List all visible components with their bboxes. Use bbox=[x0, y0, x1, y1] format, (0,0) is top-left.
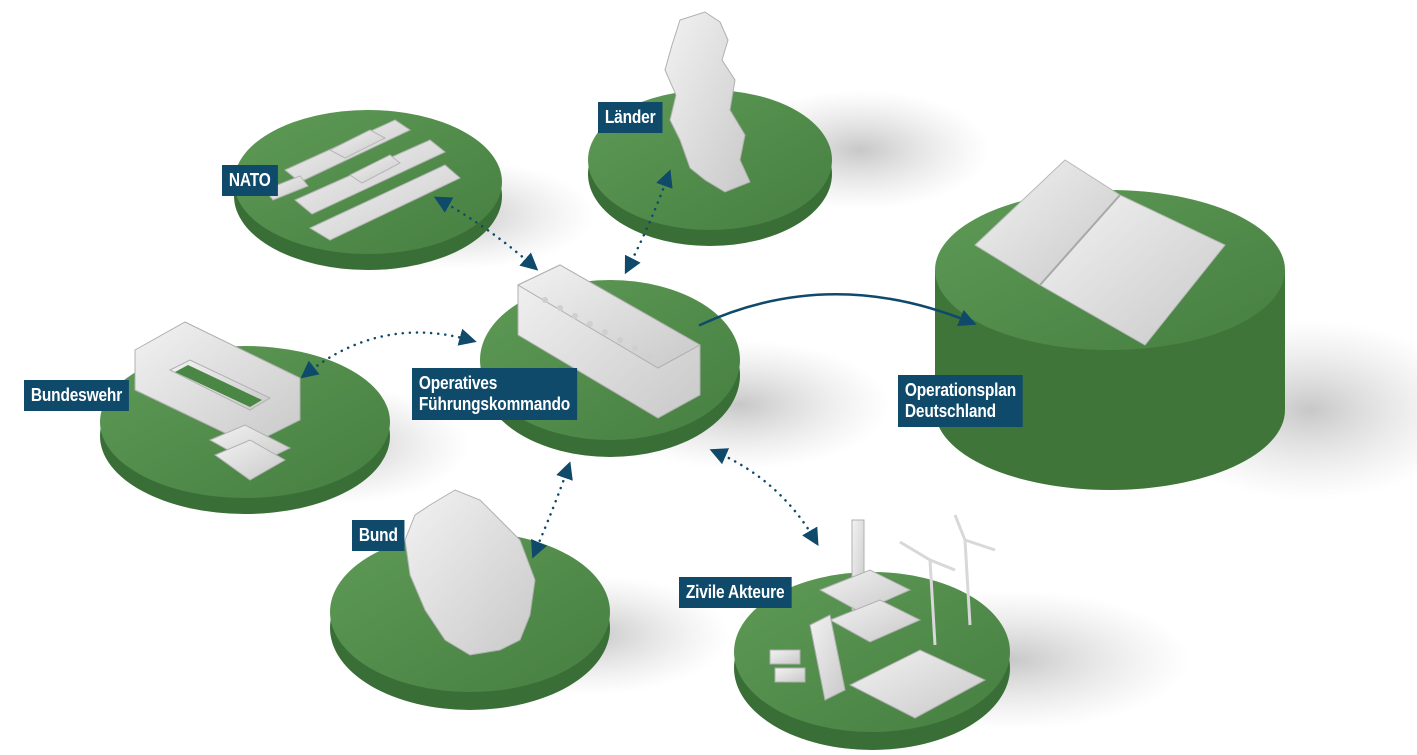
connector-nato bbox=[433, 196, 539, 271]
headquarters-windows bbox=[542, 297, 653, 359]
label-operatives-fuehrungskommando: Operatives Führungskommando bbox=[412, 368, 577, 420]
label-nato-text: NATO bbox=[228, 170, 271, 190]
label-center-line2: Führungskommando bbox=[418, 394, 571, 414]
connectors bbox=[300, 169, 977, 559]
label-nato: NATO bbox=[222, 165, 278, 196]
connector-bund bbox=[531, 461, 573, 559]
label-zivile-text: Zivile Akteure bbox=[685, 582, 785, 602]
connector-operationsplan bbox=[698, 293, 977, 327]
label-bundeswehr-text: Bundeswehr bbox=[30, 385, 123, 405]
label-center-line1: Operatives bbox=[418, 373, 498, 393]
label-operationsplan-deutschland: Operationsplan Deutschland bbox=[898, 375, 1023, 427]
label-bund-text: Bund bbox=[358, 525, 398, 545]
open-book-model bbox=[974, 159, 1226, 346]
label-oplan-line2: Deutschland bbox=[904, 401, 996, 421]
center-platform bbox=[480, 264, 740, 457]
connector-bundeswehr bbox=[300, 328, 477, 379]
wind-turbines-model bbox=[899, 514, 996, 646]
headquarters-building-model bbox=[516, 264, 702, 419]
federal-eagle-model bbox=[404, 489, 536, 656]
operationsplan-platform bbox=[935, 159, 1285, 490]
label-zivile-akteure: Zivile Akteure bbox=[679, 577, 792, 608]
label-laender-text: Länder bbox=[604, 107, 656, 127]
bundeswehr-platform bbox=[100, 321, 390, 514]
label-bund: Bund bbox=[352, 520, 405, 551]
bund-platform bbox=[330, 489, 610, 710]
zivile-akteure-platform bbox=[734, 514, 1010, 750]
germany-map-model bbox=[664, 11, 751, 193]
label-oplan-line1: Operationsplan bbox=[904, 380, 1017, 400]
label-laender: Länder bbox=[598, 102, 663, 133]
civil-infrastructure-model bbox=[769, 519, 987, 719]
nato-building-model bbox=[264, 119, 461, 241]
label-bundeswehr: Bundeswehr bbox=[24, 380, 129, 411]
connector-zivile bbox=[709, 448, 819, 547]
